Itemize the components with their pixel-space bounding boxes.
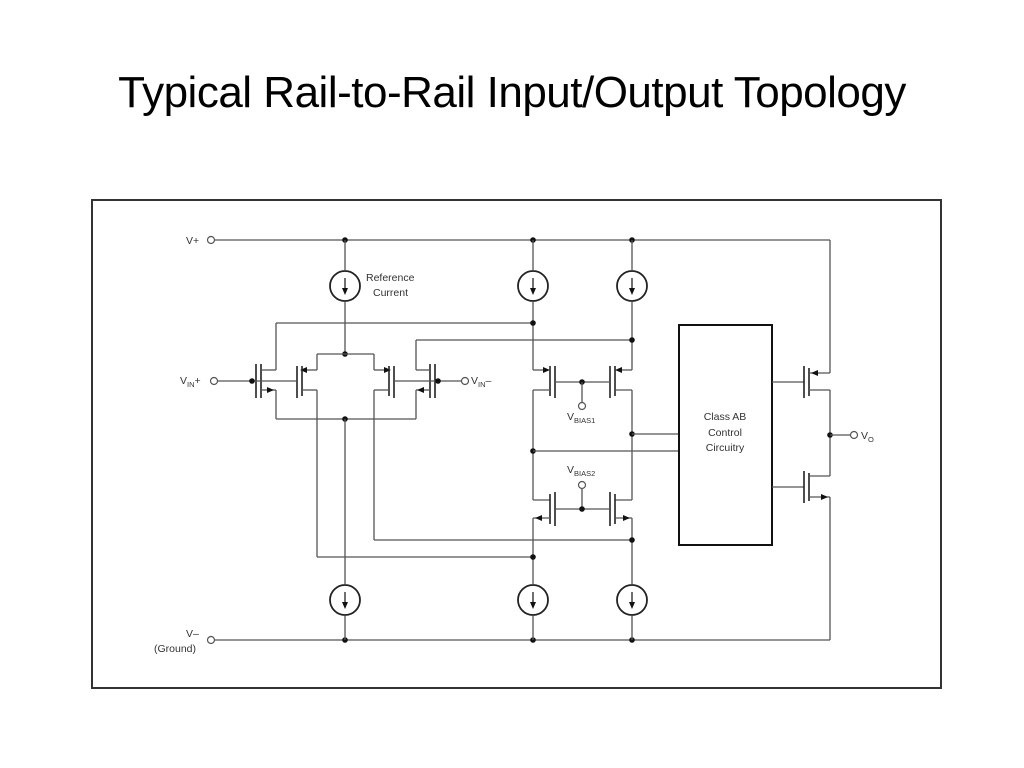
- vbias2-terminal: [577, 480, 587, 490]
- classab-label-2: Control: [708, 427, 742, 439]
- vplus-label: V+: [186, 235, 199, 247]
- arrow-down-icon: [629, 288, 635, 295]
- output-stage: VO: [772, 366, 874, 503]
- arrow-down-icon: [530, 602, 536, 609]
- vo-terminal: [849, 430, 859, 440]
- vo-label: VO: [861, 430, 874, 444]
- vbias1-terminal: [577, 401, 587, 411]
- vin-plus-terminal: [209, 376, 219, 386]
- vin-minus-terminal: [460, 376, 470, 386]
- vin-plus-label: VIN+: [180, 375, 201, 389]
- arrow-down-icon: [530, 288, 536, 295]
- arrow-down-icon: [342, 288, 348, 295]
- classab-label-3: Circuitry: [706, 442, 745, 454]
- folded-cascode: VBIAS1 VBIAS2: [317, 302, 679, 584]
- vminus-label: V–: [186, 628, 199, 640]
- reference-label-2: Current: [373, 287, 408, 299]
- current-source-bottom-ref: [329, 584, 361, 616]
- vin-minus-label: VIN–: [471, 375, 492, 389]
- classab-label-1: Class AB: [704, 411, 747, 423]
- ground-label: (Ground): [154, 643, 196, 655]
- vplus-terminal: [206, 235, 216, 245]
- diagram-frame: [91, 199, 942, 689]
- arrow-down-icon: [342, 602, 348, 609]
- arrow-down-icon: [629, 602, 635, 609]
- class-ab-control-block: Class AB Control Circuitry: [678, 324, 773, 546]
- vminus-terminal: [206, 635, 216, 645]
- vplus-rail: V+: [186, 235, 831, 373]
- vbias1-label: VBIAS1: [567, 411, 595, 425]
- vminus-rail: V– (Ground): [154, 497, 831, 655]
- vbias2-label: VBIAS2: [567, 464, 595, 478]
- current-source-top-left: [517, 270, 549, 302]
- current-source-bottom-left: [517, 584, 549, 616]
- current-source-top-right: [616, 270, 648, 302]
- slide-title: Typical Rail-to-Rail Input/Output Topolo…: [118, 68, 906, 117]
- current-source-bottom-right: [616, 584, 648, 616]
- reference-label-1: Reference: [366, 272, 415, 284]
- current-sources: [329, 270, 648, 616]
- input-stage: VIN+ VIN–: [180, 322, 632, 584]
- reference-current-source: [329, 270, 361, 302]
